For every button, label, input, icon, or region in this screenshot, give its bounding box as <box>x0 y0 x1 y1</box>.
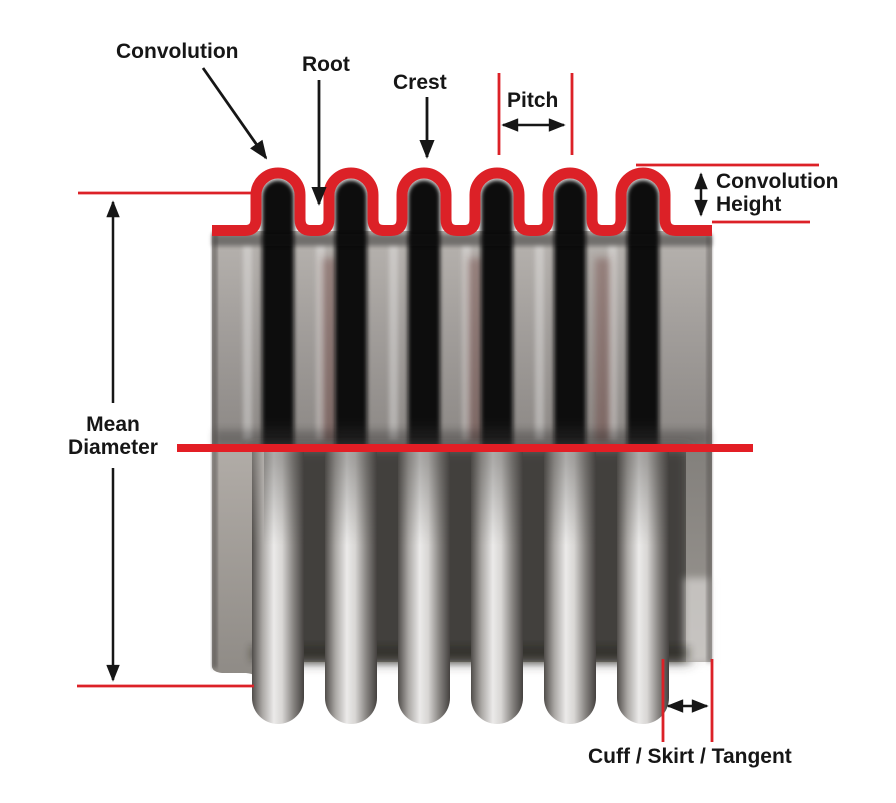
red-reference-lines <box>77 73 819 742</box>
bellows-red-profile <box>212 167 712 236</box>
dimension-arrows <box>106 118 709 713</box>
bellows-photo <box>212 167 712 724</box>
left-cuff <box>212 448 264 691</box>
crest-label: Crest <box>393 71 447 94</box>
pointer-arrows <box>201 67 435 206</box>
metal-sheen-highlights <box>243 245 617 440</box>
mean-line-shadow <box>214 430 710 447</box>
convolution-height-label: Convolution Height <box>716 170 839 216</box>
convolution-label: Convolution <box>116 40 239 63</box>
pitch-label: Pitch <box>507 89 559 112</box>
mean-diameter-label: Mean Diameter <box>68 413 158 459</box>
red-reflections <box>322 258 610 443</box>
cuff-skirt-tangent-label: Cuff / Skirt / Tangent <box>588 745 792 768</box>
root-label: Root <box>302 53 350 76</box>
root-band-shadow <box>212 234 712 246</box>
convolution-pointer-arrow <box>201 67 268 160</box>
lower-body-inner-shadow <box>250 448 690 662</box>
